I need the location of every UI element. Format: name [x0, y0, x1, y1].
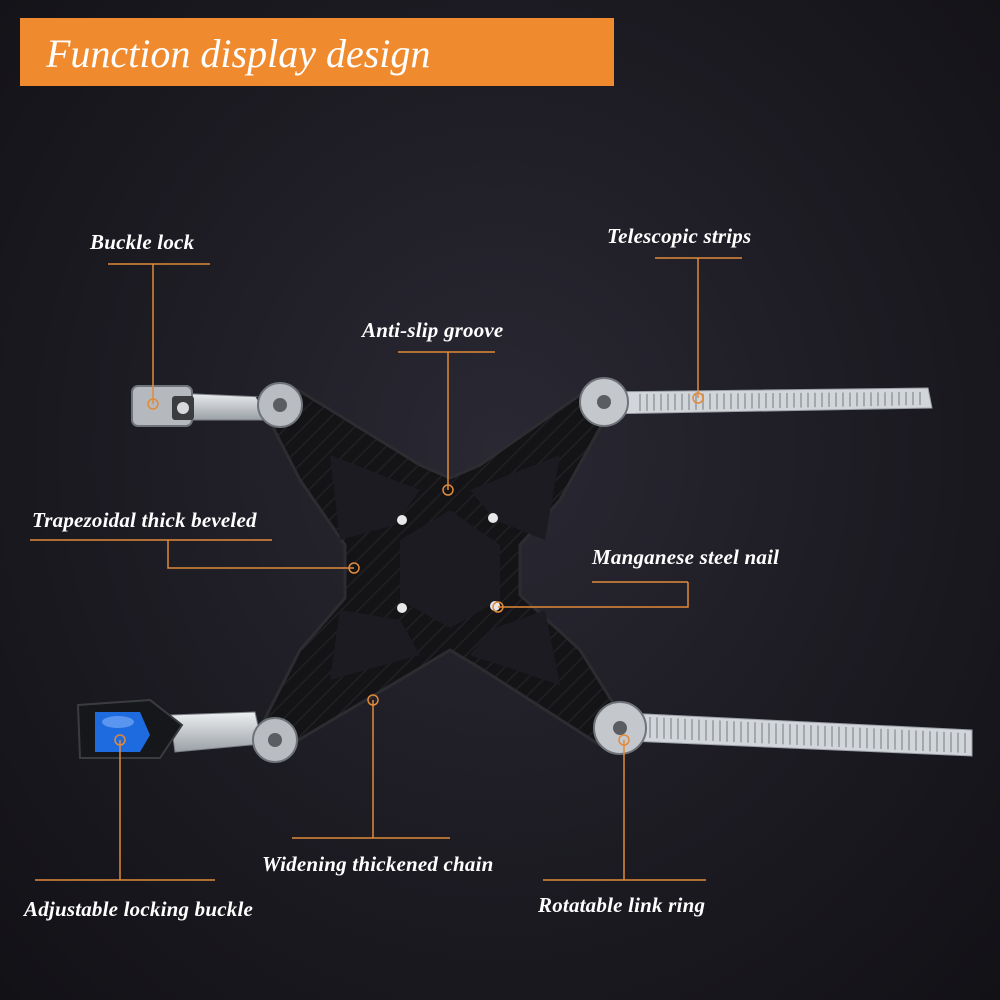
leader-lines	[30, 257, 742, 881]
label-manganese-steel-nail: Manganese steel nail	[592, 545, 780, 569]
label-adjustable-locking-buckle: Adjustable locking buckle	[24, 897, 254, 921]
title-banner: Function display design	[20, 18, 614, 86]
chain-frame	[252, 383, 633, 750]
bottom-strip-ridges	[649, 717, 966, 753]
top-right-link-ring	[579, 377, 629, 427]
label-rotatable-link-ring: Rotatable link ring	[538, 893, 706, 917]
label-anti-slip-groove: Anti-slip groove	[362, 318, 504, 342]
label-telescopic-strips: Telescopic strips	[607, 224, 752, 248]
top-strip-ridges	[639, 392, 921, 411]
label-buckle-lock: Buckle lock	[90, 230, 195, 254]
bottom-left-metal-arm	[169, 711, 263, 753]
adjustable-locking-buckle	[76, 698, 184, 759]
bottom-left-link-ring	[252, 717, 298, 763]
top-left-link-ring	[257, 382, 303, 428]
label-trapezoidal-thick-beveled: Trapezoidal thick beveled	[32, 508, 257, 532]
buckle-lock-clasp	[131, 385, 194, 427]
label-widening-thickened-chain: Widening thickened chain	[262, 852, 494, 876]
banner-title: Function display design	[46, 31, 431, 76]
bottom-right-link-ring	[593, 701, 647, 755]
